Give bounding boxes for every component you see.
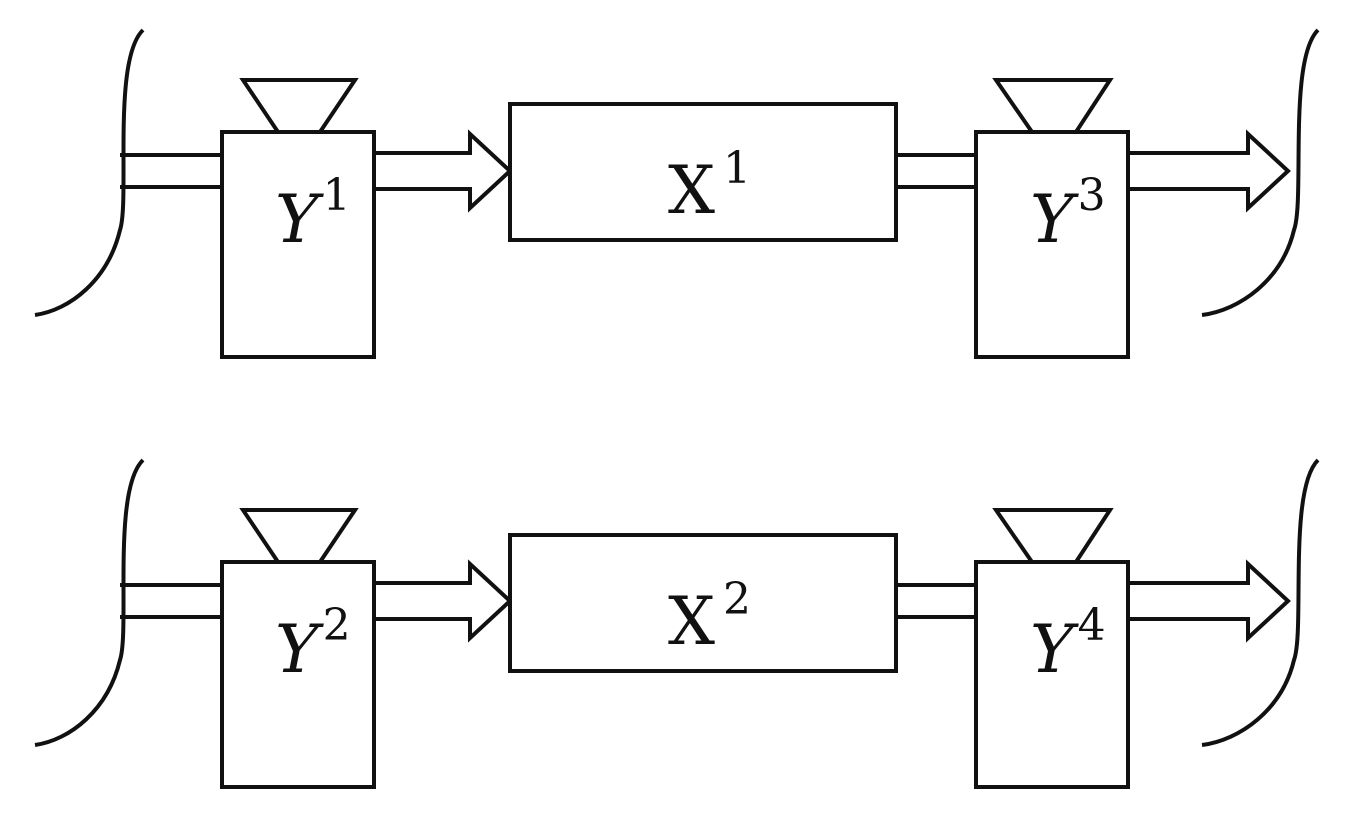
- left-boundary-curve: [34, 458, 145, 747]
- input-channel: [120, 583, 222, 619]
- arrow-to-center-1: [372, 129, 513, 213]
- hopper-triangle: [992, 78, 1114, 134]
- right-boundary-curve: [1201, 28, 1320, 317]
- block-label-y3: Y3: [1030, 170, 1106, 258]
- arrow-to-center-2: [372, 559, 513, 643]
- output-arrow-2: [1126, 559, 1291, 643]
- left-boundary-curve: [34, 28, 145, 317]
- link-channel-2: [896, 583, 976, 619]
- left-block-1: Y1: [220, 78, 376, 359]
- output-arrow-1: [1126, 129, 1291, 213]
- block-label-y2: Y2: [275, 600, 351, 688]
- hopper-triangle: [992, 508, 1114, 564]
- block-label-y1: Y1: [275, 170, 351, 258]
- hopper-triangle: [239, 508, 359, 564]
- hopper-triangle: [239, 78, 359, 134]
- left-block-2: Y2: [220, 508, 376, 789]
- input-channel: [120, 153, 222, 189]
- right-block-2: Y4: [974, 508, 1130, 789]
- right-block-1: Y3: [974, 78, 1130, 359]
- right-boundary-curve: [1201, 458, 1320, 747]
- block-label-y4: Y4: [1030, 600, 1106, 688]
- link-channel-1: [896, 153, 976, 189]
